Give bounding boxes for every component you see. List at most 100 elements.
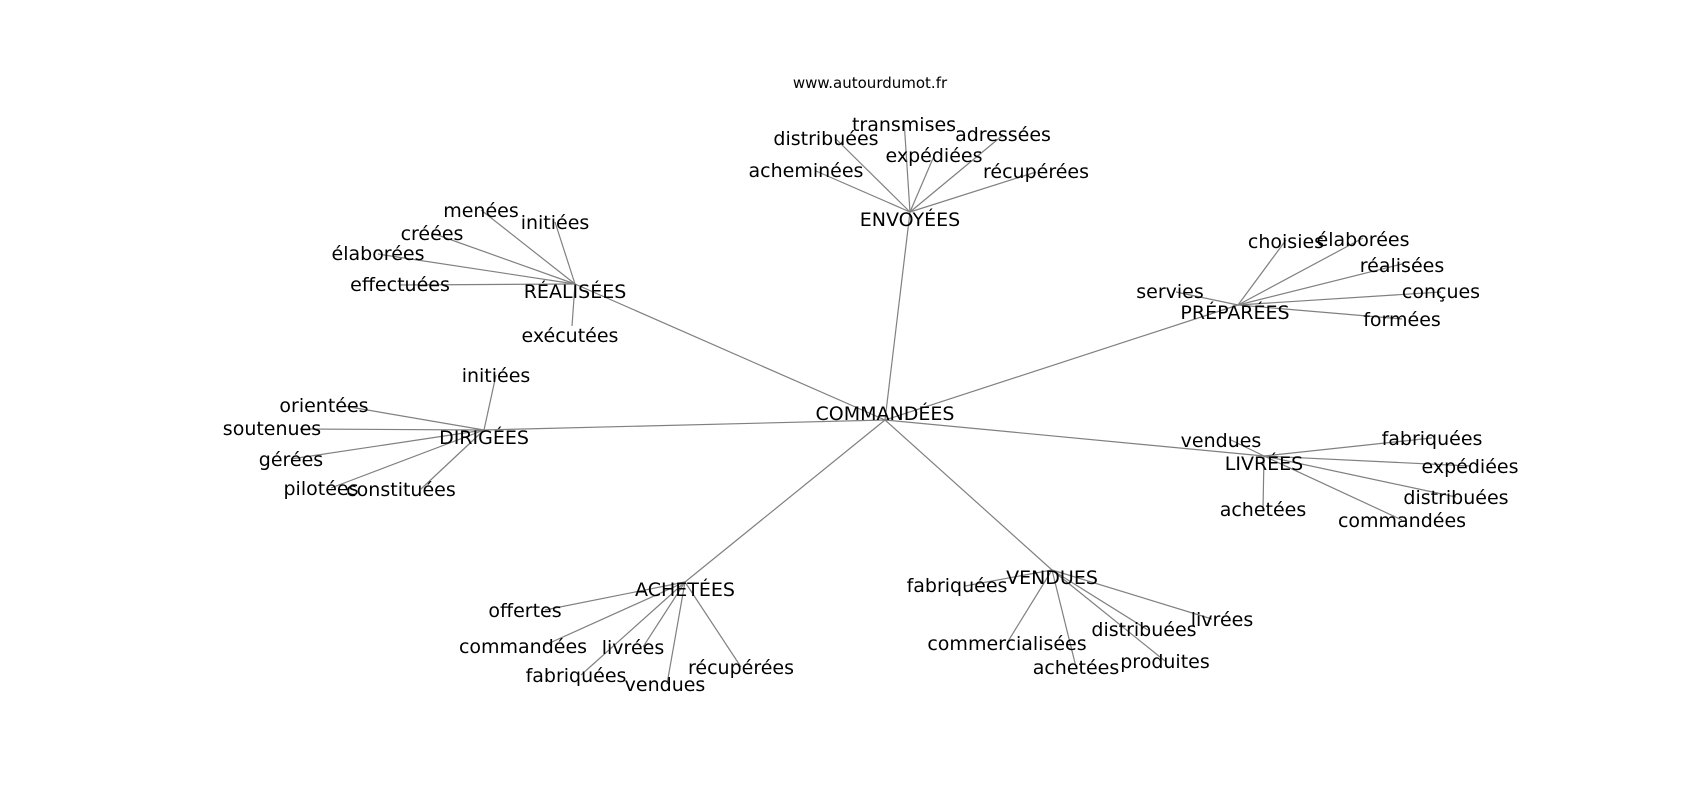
leaf-label: gérées: [259, 449, 323, 471]
graph-edge: [574, 283, 886, 421]
graph-edge: [835, 138, 911, 213]
graph-edge: [1237, 291, 1442, 306]
leaf-label: fabriquées: [907, 575, 1008, 597]
graph-edge: [377, 253, 576, 285]
leaf-label: exécutées: [522, 325, 619, 347]
graph-edge: [1263, 437, 1433, 457]
leaf-label: offertes: [488, 600, 561, 622]
graph-edge: [884, 211, 911, 421]
graph-edge: [483, 374, 497, 431]
graph-edge: [1237, 239, 1287, 306]
leaf-label: commandées: [459, 636, 587, 658]
graph-edge: [1175, 291, 1239, 306]
graph-edge: [684, 419, 886, 583]
leaf-label: produites: [1120, 651, 1210, 673]
graph-edge: [1237, 304, 1403, 320]
leaf-label: menées: [443, 200, 519, 222]
hub-label-preparees: PRÉPARÉES: [1180, 301, 1289, 324]
leaf-label: constituées: [346, 479, 456, 501]
hub-label-achetees: ACHETÉES: [635, 578, 735, 601]
leaf-label: effectuées: [350, 274, 450, 296]
graph-edges: [290, 119, 1471, 685]
graph-edge: [909, 155, 935, 213]
hub-label-dirigees: DIRIGÉES: [439, 426, 529, 449]
graph-edge: [642, 581, 686, 648]
leaf-label: servies: [1136, 281, 1204, 303]
leaf-label: distribuées: [773, 128, 878, 150]
graph-edge: [299, 428, 485, 431]
graph-edge: [903, 119, 911, 213]
leaf-label: initiées: [521, 212, 590, 234]
graph-edge: [1051, 569, 1149, 631]
hub-label-realisees: RÉALISÉES: [524, 280, 627, 303]
graph-edge: [909, 134, 1004, 213]
leaf-label: initiées: [462, 365, 531, 387]
graph-edge: [483, 419, 886, 431]
leaf-label: récupérées: [983, 161, 1089, 183]
hub-label-envoyees: ENVOYÉES: [860, 208, 960, 231]
graph-edge: [1051, 569, 1077, 668]
graph-edge: [964, 569, 1053, 587]
graph-edge: [884, 304, 1239, 421]
leaf-label: achetées: [1033, 657, 1120, 679]
leaf-label: achetées: [1220, 499, 1307, 521]
leaf-label: expédiées: [1422, 456, 1519, 478]
graph-edge: [1237, 263, 1403, 306]
graph-edge: [884, 419, 1265, 457]
graph-edge: [1263, 455, 1457, 498]
graph-edge: [571, 283, 576, 327]
hub-label-livrees: LIVRÉES: [1225, 452, 1303, 475]
graph-edge: [909, 171, 1037, 213]
graph-edge: [343, 405, 485, 431]
site-url[interactable]: www.autourdumot.fr: [793, 74, 948, 92]
leaf-label: adressées: [955, 124, 1051, 146]
leaf-label: vendues: [625, 674, 706, 696]
leaf-label: acheminées: [749, 160, 864, 182]
leaf-label: fabriquées: [526, 665, 627, 687]
leaf-label: commercialisées: [927, 633, 1086, 655]
center-node-label: COMMANDÉES: [816, 402, 955, 425]
leaf-label: livrées: [1191, 609, 1253, 631]
graph-edge: [420, 429, 485, 490]
leaf-label: récupérées: [688, 657, 794, 679]
leaf-label: pilotées: [284, 478, 359, 500]
leaf-label: distribuées: [1403, 487, 1508, 509]
leaf-label: expédiées: [886, 145, 983, 167]
hub-label-vendues: VENDUES: [1006, 567, 1098, 589]
leaf-label: commandées: [1338, 510, 1466, 532]
graph-edge: [1051, 569, 1213, 620]
graph-edge: [330, 429, 485, 489]
leaf-label: soutenues: [223, 418, 321, 440]
graph-edge: [666, 581, 686, 685]
graph-edge: [431, 232, 576, 285]
leaf-label: créées: [401, 223, 464, 245]
graph-edge: [815, 170, 911, 213]
leaf-label: conçues: [1402, 281, 1480, 303]
leaf-label: livrées: [602, 637, 664, 659]
leaf-label: fabriquées: [1382, 428, 1483, 450]
graph-edge: [1262, 455, 1265, 511]
graph-edge: [542, 581, 686, 647]
graph-edge: [544, 581, 686, 611]
leaf-label: distribuées: [1091, 619, 1196, 641]
leaf-label: formées: [1363, 309, 1441, 331]
graph-edge: [1051, 569, 1166, 662]
graph-edge: [1263, 455, 1471, 467]
leaf-label: choisies: [1248, 231, 1324, 253]
graph-edge: [1006, 569, 1053, 644]
graph-edge: [1263, 455, 1403, 521]
graph-edge: [1237, 237, 1364, 306]
graph-edge: [1230, 439, 1265, 457]
graph-edge: [480, 209, 576, 285]
graph-edge: [554, 221, 576, 285]
leaf-label: élaborées: [1317, 229, 1410, 251]
graph-edge: [684, 581, 742, 668]
leaf-label: orientées: [279, 395, 368, 417]
graph-edge: [884, 419, 1053, 571]
graph-edge: [580, 581, 686, 676]
leaf-label: vendues: [1181, 430, 1262, 452]
graph-edge: [399, 283, 576, 286]
leaf-label: élaborées: [332, 243, 425, 265]
leaf-label: transmises: [852, 114, 956, 136]
